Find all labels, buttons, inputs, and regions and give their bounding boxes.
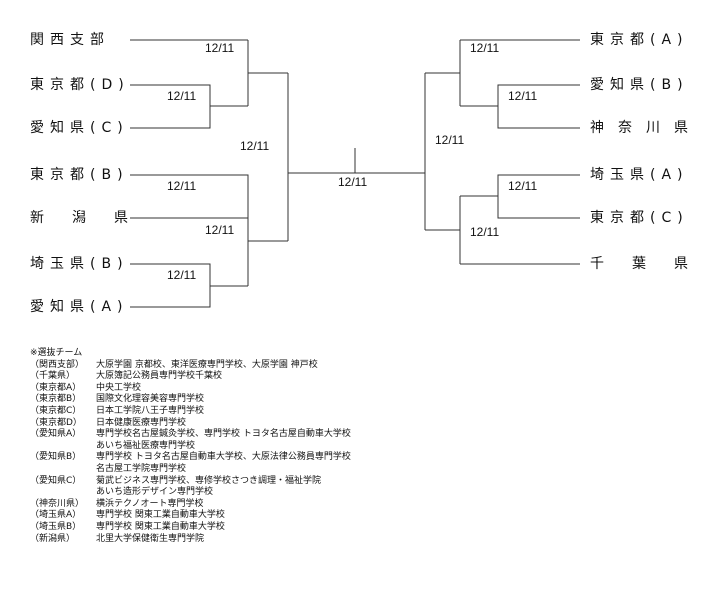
match-date-left-quarter: 12/11 [205, 223, 235, 237]
note-team-key: （愛知県B） [30, 452, 82, 463]
match-date-tokyo-d: 12/11 [167, 89, 197, 103]
notes-title: ※選抜チーム [30, 348, 83, 358]
note-schools-continued: あいち福祉医療専門学校 [96, 440, 196, 451]
note-team-key: （東京都A） [30, 382, 82, 393]
match-date-kansai: 12/11 [205, 41, 235, 55]
note-schools: 専門学校 関東工業自動車大学校 [96, 510, 225, 521]
note-schools: 日本工学院八王子専門学校 [96, 405, 205, 416]
team-right-4: 埼玉県(A) [590, 167, 689, 183]
team-left-3: 愛知県(C) [30, 120, 129, 136]
match-date-tokyo-b: 12/11 [167, 179, 197, 193]
team-right-6: 千葉県 [590, 256, 709, 272]
match-date-right-semi: 12/11 [435, 133, 465, 147]
team-left-4: 東京都(B) [30, 167, 129, 183]
team-left-1: 関西支部 [30, 32, 110, 48]
match-date-saitama-a: 12/11 [508, 179, 538, 193]
note-entry: （新潟県） 北里大学保健衛生専門学院 [30, 534, 351, 546]
team-left-5: 新潟県 [30, 210, 156, 226]
team-right-1: 東京都(A) [590, 32, 689, 48]
note-team-key: （埼玉県B） [30, 521, 82, 532]
note-entry: （愛知県A） 専門学校名古屋鍼灸学校、専門学校 トヨタ名古屋自動車大学校 [30, 429, 351, 441]
note-schools: 専門学校 関東工業自動車大学校 [96, 521, 225, 532]
match-date-tokyo-a: 12/11 [470, 41, 500, 55]
note-schools: 専門学校 トヨタ名古屋自動車大学校、大原法律公務員専門学校 [96, 452, 351, 463]
bracket-lines [130, 39, 580, 308]
note-entry: （東京都B） 国際文化理容美容専門学校 [30, 394, 351, 406]
note-schools: 菊武ビジネス専門学校、専修学校さつき調理・福祉学院 [96, 475, 322, 486]
team-left-2: 東京都(D) [30, 77, 130, 93]
note-schools: 国際文化理容美容専門学校 [96, 394, 205, 405]
selection-team-notes: ※選抜チーム （関西支部）大原学園 京都校、東洋医療専門学校、大原学園 神戸校（… [30, 348, 351, 545]
note-entry: （関西支部） 大原学園 京都校、東洋医療専門学校、大原学園 神戸校 [30, 360, 351, 372]
note-entry: （愛知県B） 専門学校 トヨタ名古屋自動車大学校、大原法律公務員専門学校 [30, 452, 351, 464]
note-team-key: （千葉県） [30, 371, 76, 382]
note-team-key: （新潟県） [30, 533, 76, 544]
note-team-key: （東京都D） [30, 417, 82, 428]
note-team-key: （愛知県C） [30, 475, 82, 486]
match-date-aichi-b: 12/11 [508, 89, 538, 103]
match-date-final: 12/11 [338, 175, 368, 189]
note-schools: 北里大学保健衛生専門学院 [96, 533, 205, 544]
note-entry: （東京都A） 中央工学校 [30, 383, 351, 395]
note-schools: 日本健康医療専門学校 [96, 417, 187, 428]
match-date-saitama-b: 12/11 [167, 268, 197, 282]
match-date-right-quarter: 12/11 [470, 225, 500, 239]
note-schools: 大原学園 京都校、東洋医療専門学校、大原学園 神戸校 [96, 359, 318, 370]
note-entry: （東京都D） 日本健康医療専門学校 [30, 418, 351, 430]
note-entry: （愛知県C） 菊武ビジネス専門学校、専修学校さつき調理・福祉学院 [30, 476, 351, 488]
note-team-key: （神奈川県） [30, 498, 85, 509]
note-schools: 専門学校名古屋鍼灸学校、専門学校 トヨタ名古屋自動車大学校 [96, 429, 351, 440]
notes-list: （関西支部） 大原学園 京都校、東洋医療専門学校、大原学園 神戸校 （千葉県） 大原簿… [30, 360, 351, 546]
note-team-key: （埼玉県A） [30, 510, 82, 521]
note-team-key: （東京都B） [30, 394, 82, 405]
note-team-key: （関西支部） [30, 359, 85, 370]
note-entry: （埼玉県B） 専門学校 関東工業自動車大学校 [30, 522, 351, 534]
team-right-2: 愛知県(B) [590, 77, 689, 93]
note-schools: 横浜テクノオート専門学校 [96, 498, 204, 509]
tournament-bracket [130, 39, 580, 308]
note-team-key: （東京都C） [30, 405, 82, 416]
note-schools-continued: 名古屋工学院専門学校 [96, 463, 187, 474]
note-schools: 大原簿記公務員専門学校千葉校 [96, 371, 223, 382]
note-entry: （神奈川県） 横浜テクノオート専門学校 [30, 499, 351, 511]
team-left-7: 愛知県(A) [30, 299, 129, 315]
team-right-5: 東京都(C) [590, 210, 689, 226]
match-date-left-semi: 12/11 [240, 139, 270, 153]
note-entry: （千葉県） 大原簿記公務員専門学校千葉校 [30, 371, 351, 383]
note-entry: （埼玉県A） 専門学校 関東工業自動車大学校 [30, 510, 351, 522]
note-entry: （東京都C） 日本工学院八王子専門学校 [30, 406, 351, 418]
note-team-key: （愛知県A） [30, 429, 82, 440]
note-schools-continued: あいち造形デザイン専門学校 [96, 487, 214, 498]
note-schools: 中央工学校 [96, 382, 142, 393]
team-left-6: 埼玉県(B) [30, 256, 129, 272]
team-right-3: 神奈川県 [590, 120, 702, 136]
